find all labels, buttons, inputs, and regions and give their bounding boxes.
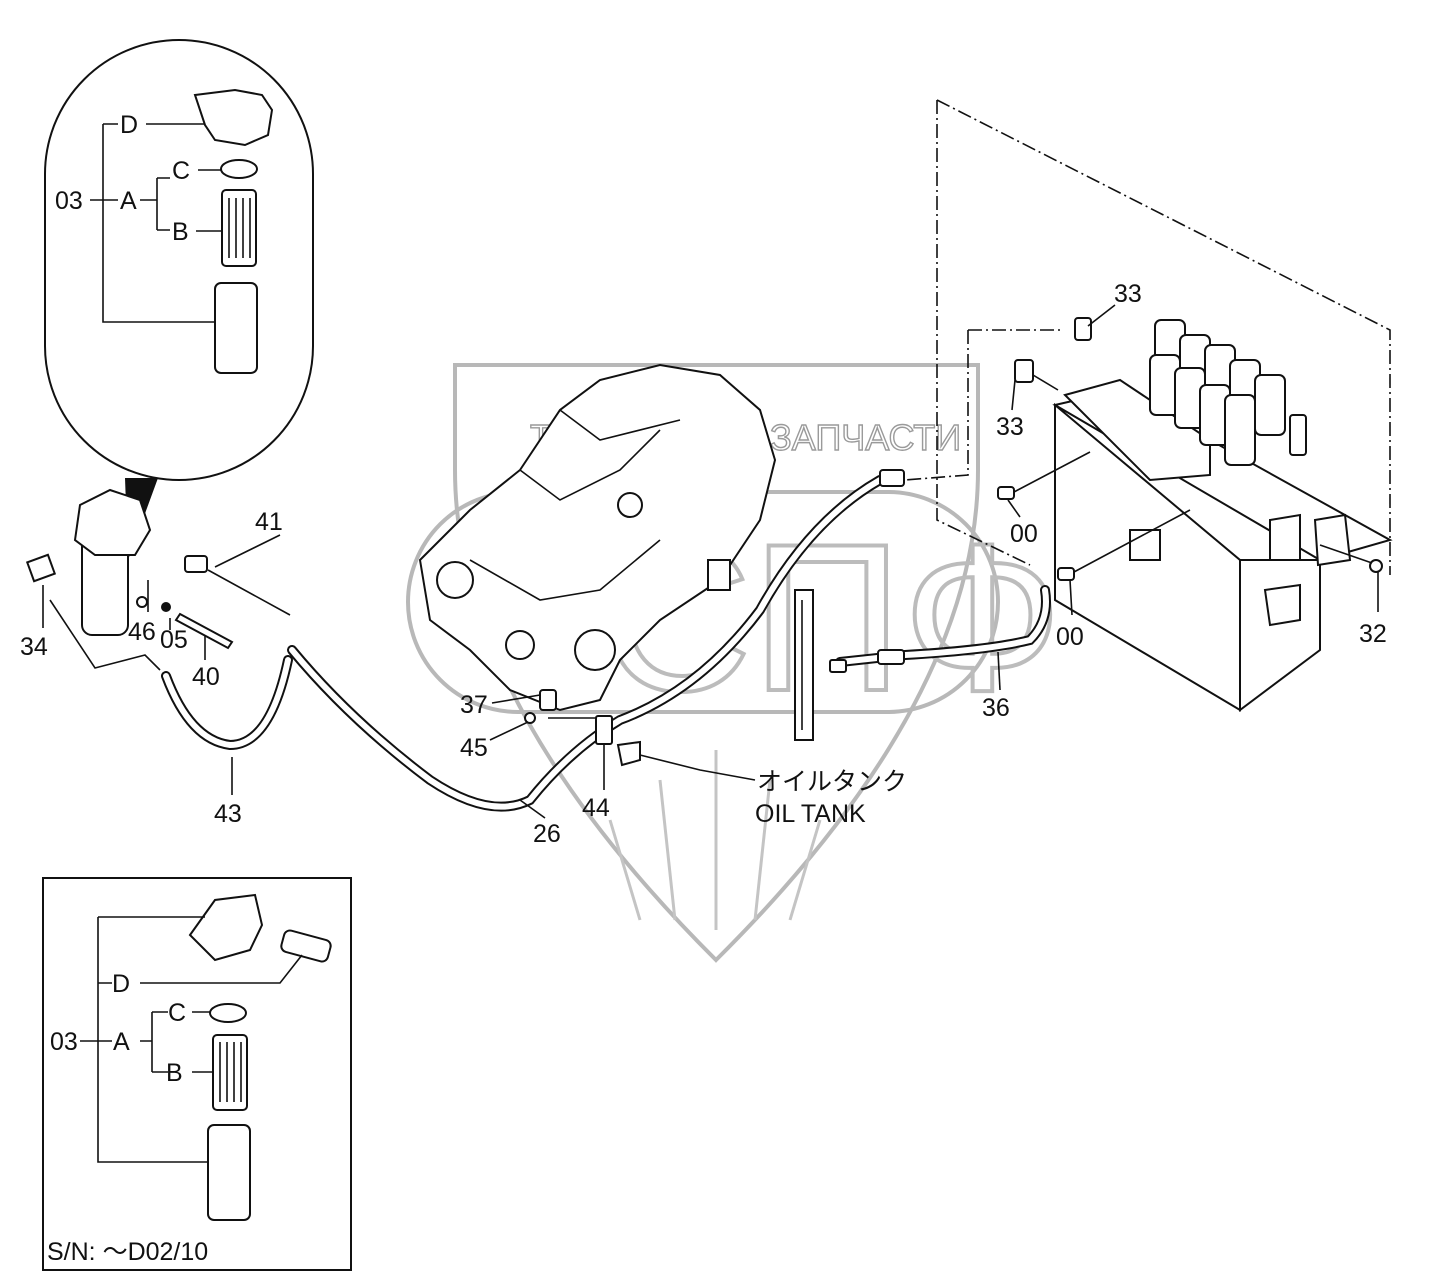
box-filter-case — [207, 1124, 251, 1221]
oil-tank-label-jp: オイルタンク — [757, 768, 907, 796]
oil-tank-label-en: OIL TANK — [755, 800, 866, 828]
label-44: 44 — [582, 794, 610, 822]
plug-32 — [1369, 559, 1383, 573]
serial-number-note: S/N: ～D02/10 — [47, 1238, 208, 1266]
hose-36: 36 — [829, 585, 1051, 722]
box-filter-head — [188, 893, 264, 962]
clamp-and-tank: 44 オイルタンク OIL TANK — [582, 589, 907, 828]
box-label-03: 03 — [50, 1028, 78, 1056]
bolt-40 — [174, 612, 234, 650]
watermark-text-right: ЗАПЧАСТИ — [770, 417, 961, 458]
valve-spools — [1149, 319, 1286, 466]
fitting-41 — [184, 555, 208, 573]
o-ring-part — [220, 159, 258, 179]
box-label-a: A — [113, 1028, 130, 1056]
label-45: 45 — [460, 734, 488, 762]
elbow-33-side — [1014, 359, 1034, 383]
callout-label-a: A — [120, 187, 137, 215]
label-00-lower: 00 — [1056, 623, 1084, 651]
hydraulic-pump: 37 45 — [418, 363, 777, 762]
label-46: 46 — [128, 618, 156, 646]
oil-tank-plate — [794, 589, 814, 741]
elbow-fitting-34 — [25, 553, 57, 583]
washer-46 — [136, 596, 148, 608]
label-32: 32 — [1359, 620, 1387, 648]
callout-bubble — [44, 39, 314, 481]
control-valve: 33 33 00 00 32 — [904, 99, 1393, 712]
label-34: 34 — [20, 633, 48, 661]
callout-label-03: 03 — [55, 187, 83, 215]
label-00-upper: 00 — [1010, 520, 1038, 548]
detail-box: D C A B 03 S/N: ～D02/10 — [42, 877, 352, 1271]
label-43: 43 — [214, 800, 242, 828]
watermark-wheat — [608, 750, 822, 930]
label-33-side: 33 — [996, 413, 1024, 441]
clamp-44 — [595, 715, 613, 745]
label-41: 41 — [255, 508, 283, 536]
elbow-33-top — [1074, 317, 1092, 341]
filter-head — [73, 488, 152, 556]
seal-05 — [161, 602, 171, 612]
label-36: 36 — [982, 694, 1010, 722]
box-bolt — [280, 929, 332, 963]
pilot-filter-assembly: 34 46 05 40 41 43 — [20, 488, 293, 828]
filter-case-part — [214, 282, 258, 374]
callout-label-d: D — [120, 111, 138, 139]
hose-26: 26 — [287, 469, 905, 848]
label-40: 40 — [192, 663, 220, 691]
box-label-b: B — [166, 1059, 183, 1087]
box-filter-element — [212, 1034, 248, 1111]
filter-element-part — [221, 189, 257, 267]
plug-00-lower — [1057, 567, 1075, 581]
clamp-bracket — [616, 740, 641, 767]
callout-label-b: B — [172, 218, 189, 246]
label-26: 26 — [533, 820, 561, 848]
filter-head-part — [193, 88, 274, 147]
label-37: 37 — [460, 691, 488, 719]
plug-45 — [524, 712, 536, 724]
valve-manifold — [1063, 378, 1211, 482]
label-05: 05 — [160, 626, 188, 654]
box-o-ring — [209, 1003, 247, 1023]
label-33-top: 33 — [1114, 280, 1142, 308]
box-label-c: C — [168, 999, 186, 1027]
fitting-37 — [539, 689, 557, 711]
plug-00-upper — [997, 486, 1015, 500]
callout-label-c: C — [172, 157, 190, 185]
detail-callout: D C A B 03 — [44, 39, 314, 560]
box-label-d: D — [112, 970, 130, 998]
